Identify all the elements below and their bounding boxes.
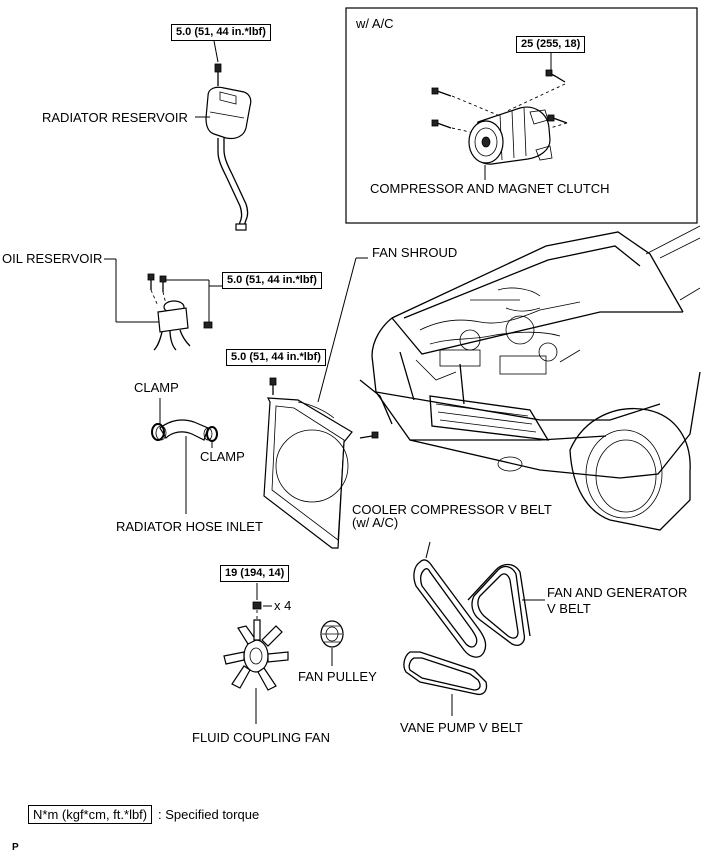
label-oil-reservoir: OIL RESERVOIR (2, 251, 103, 266)
compressor-bolts (431, 69, 568, 129)
label-radiator-reservoir: RADIATOR RESERVOIR (42, 110, 188, 125)
label-fan-and-generator-v-belt-line1: FAN AND GENERATOR (547, 585, 688, 600)
footer-code: P (12, 842, 19, 853)
legend-torque-unit-box: N*m (kgf*cm, ft.*lbf) (28, 805, 153, 824)
fan-shroud-drawing (263, 377, 379, 549)
label-cooler-compressor-v-belt: COOLER COMPRESSOR V BELT (352, 502, 552, 517)
cooler-compressor-v-belt-drawing (413, 559, 487, 658)
compressor-and-magnet-clutch (468, 106, 553, 165)
label-cooler-compressor-v-belt-note: (w/ A/C) (352, 515, 399, 530)
label-radiator-hose-inlet: RADIATOR HOSE INLET (116, 519, 263, 534)
label-nut-quantity: x 4 (274, 598, 292, 613)
torque-label-radiator-reservoir: 5.0 (51, 44 in.*lbf) (171, 24, 271, 41)
torque-label-fluid-coupling-fan: 19 (194, 14) (220, 565, 290, 582)
vane-pump-v-belt-drawing (403, 651, 488, 696)
label-fan-shroud: FAN SHROUD (372, 245, 458, 260)
torque-label-fan-shroud: 5.0 (51, 44 in.*lbf) (226, 349, 326, 366)
fan-nut (252, 601, 262, 610)
torque-label-compressor: 25 (255, 18) (516, 36, 586, 53)
label-compressor-and-magnet-clutch: COMPRESSOR AND MAGNET CLUTCH (370, 181, 610, 196)
label-clamp-right: CLAMP (200, 449, 245, 464)
ac-inset-frame (345, 7, 698, 224)
label-vane-pump-v-belt: VANE PUMP V BELT (400, 720, 523, 735)
vehicle-drawing (359, 225, 701, 531)
fluid-coupling-fan-drawing (223, 619, 289, 691)
radiator-reservoir-drawing (205, 63, 252, 231)
label-clamp-top: CLAMP (134, 380, 179, 395)
label-fluid-coupling-fan: FLUID COUPLING FAN (192, 730, 330, 745)
legend-description: : Specified torque (158, 807, 260, 822)
label-fan-pulley: FAN PULLEY (298, 669, 377, 684)
fan-pulley-drawing (320, 620, 344, 648)
label-fan-and-generator-v-belt-line2: V BELT (547, 601, 591, 616)
oil-reservoir-drawing (147, 273, 213, 351)
ac-inset-title: w/ A/C (356, 16, 394, 31)
torque-label-oil-reservoir: 5.0 (51, 44 in.*lbf) (222, 272, 322, 289)
fan-and-generator-v-belt-drawing (467, 563, 531, 646)
